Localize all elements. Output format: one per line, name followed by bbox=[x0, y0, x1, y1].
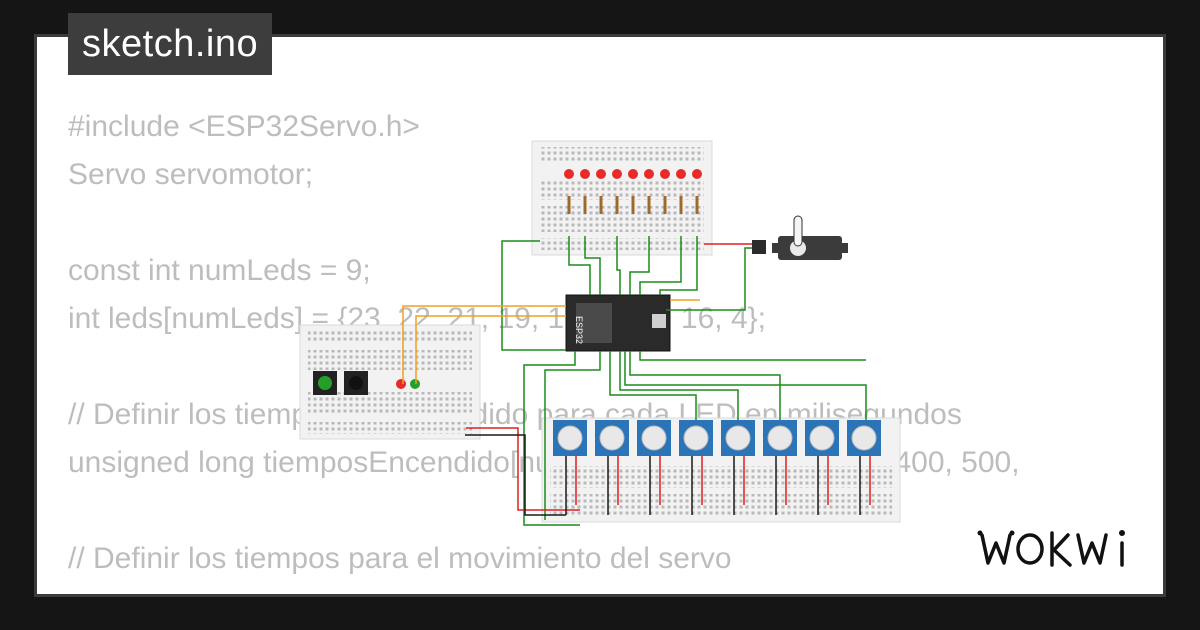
pushbutton-black bbox=[344, 371, 368, 395]
wires-red bbox=[466, 243, 871, 511]
esp32-board: ESP32 bbox=[565, 294, 671, 352]
code-line: const int numLeds = 9; bbox=[68, 254, 371, 287]
pushbutton-green bbox=[313, 371, 337, 395]
wokwi-wordmark bbox=[977, 530, 1125, 567]
wires-orange bbox=[402, 299, 700, 384]
code-line: Servo servomotor; bbox=[68, 158, 314, 191]
led-array bbox=[564, 169, 702, 214]
code-line: #include <ESP32Servo.h> bbox=[68, 110, 420, 143]
servo-motor bbox=[752, 215, 848, 260]
wires-green bbox=[501, 236, 867, 526]
wokwi-logo bbox=[976, 525, 1148, 578]
wires-black bbox=[465, 434, 861, 516]
code-line: unsigned long tiemposServo[] = {0, 3000,… bbox=[68, 583, 1020, 594]
esp32-label: ESP32 bbox=[574, 316, 584, 344]
code-line: // Definir los tiempos para el movimient… bbox=[68, 542, 732, 575]
file-tab[interactable]: sketch.ino bbox=[68, 13, 273, 75]
code-line: int leds[numLeds] = {23, 22, 21, 19, 18,… bbox=[68, 302, 767, 335]
breadboard-top bbox=[531, 140, 713, 256]
